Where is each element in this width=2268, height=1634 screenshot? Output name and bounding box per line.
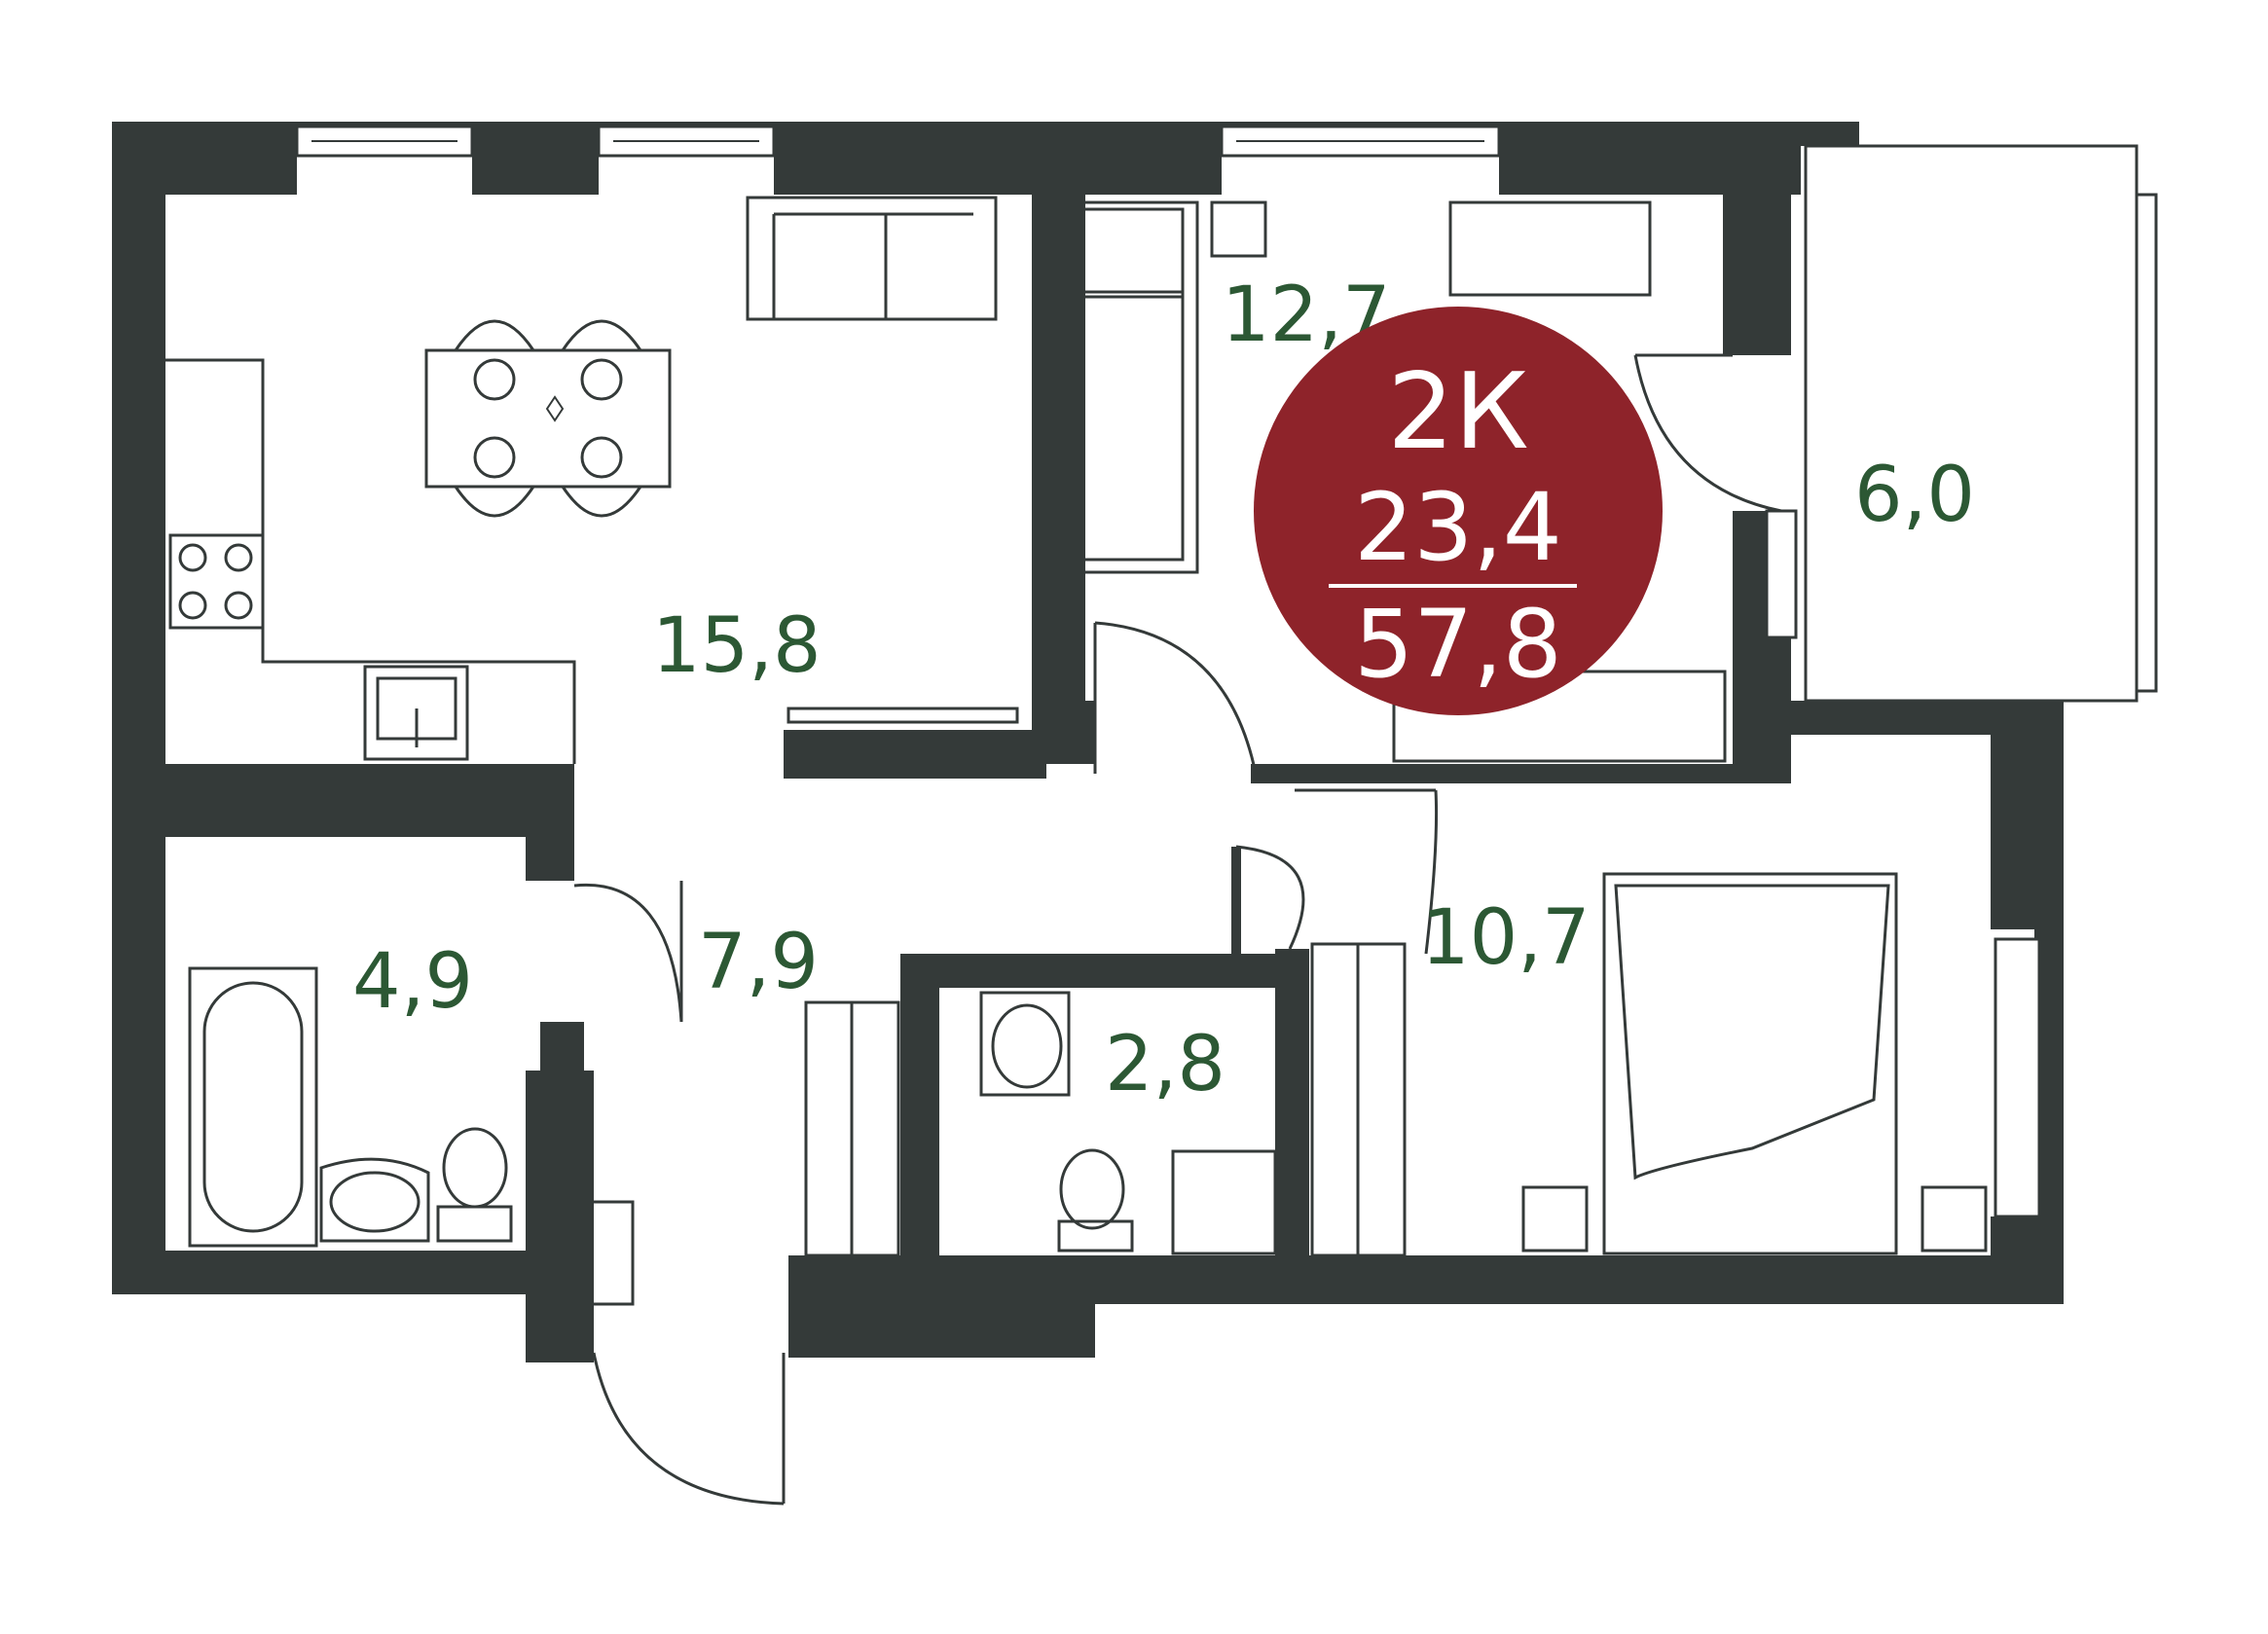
area-balcony: 6,0 bbox=[1854, 452, 1975, 539]
area-bathroom: 4,9 bbox=[352, 938, 473, 1026]
bathroom-fixtures bbox=[188, 966, 635, 1306]
area-bedroom: 10,7 bbox=[1421, 894, 1591, 982]
badge-total-area: 57,8 bbox=[1354, 590, 1562, 699]
doors bbox=[573, 353, 1782, 1506]
balcony-outline bbox=[1804, 144, 2139, 703]
area-kitchen-living: 15,8 bbox=[652, 602, 822, 690]
kitchen-furniture bbox=[165, 196, 1019, 764]
walls bbox=[112, 122, 2064, 1362]
windows bbox=[295, 125, 2158, 1218]
hallway-wardrobe bbox=[804, 1000, 900, 1257]
bedroom-furniture bbox=[1310, 872, 1988, 1257]
badge-circle bbox=[1254, 307, 1663, 715]
area-hallway: 7,9 bbox=[698, 919, 819, 1006]
apartment-badge: 2К 23,4 57,8 bbox=[1254, 307, 1663, 715]
area-toilet: 2,8 bbox=[1105, 1021, 1225, 1108]
badge-type: 2К bbox=[1387, 351, 1528, 473]
toilet-fixtures bbox=[979, 991, 1277, 1255]
badge-living-area: 23,4 bbox=[1354, 473, 1562, 582]
